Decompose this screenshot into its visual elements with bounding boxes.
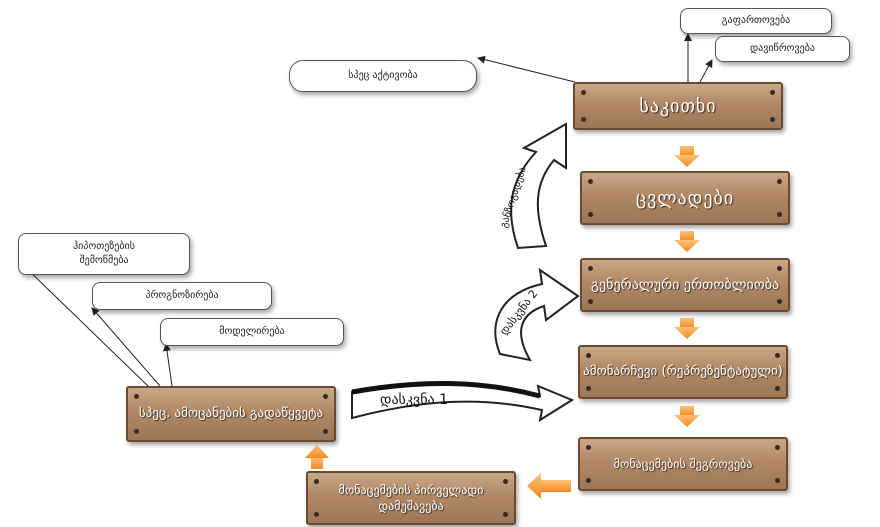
bubble-forecasting: პროგნოზირება (92, 282, 272, 310)
box-collection: მონაცემების შეგროვება (578, 437, 788, 491)
orange-arrow-4 (674, 406, 700, 427)
box-collection-label: მონაცემების შეგროვება (613, 457, 753, 471)
bubble-modeling-text: მოდელირება (219, 326, 285, 337)
orange-arrow-2 (674, 231, 700, 252)
orange-arrow-3 (674, 318, 700, 339)
generalization-arrow (510, 122, 567, 250)
bubble-spec-activity: სპეც აქტივობა (289, 60, 477, 92)
box-tasks: სპეც. ამოცანების გადაწყვეტა (126, 386, 336, 442)
box-population: გენერალური ერთობლიობა (580, 258, 790, 312)
box-variables: ცვლადები (580, 171, 790, 225)
bubble-expansion-text: გაფართოვება (721, 15, 791, 26)
box-question-label: საკითხი (639, 95, 717, 117)
orange-arrow-left (527, 473, 571, 499)
box-variables-label: ცვლადები (635, 187, 735, 209)
line-to-narrowing (699, 59, 713, 83)
box-tasks-label: სპეც. ამოცანების გადაწყვეტა (138, 406, 324, 421)
orange-arrow-1 (674, 146, 700, 167)
bubble-narrowing-text: დავიწროვება (749, 43, 815, 54)
line-to-hypothesis (21, 263, 149, 387)
bubble-hypothesis: ჰიპოთეზების შემოწმება (18, 233, 190, 275)
box-processing-label: მონაცემების პირველადი დამუშავება (338, 483, 484, 513)
line-to-forecasting (91, 307, 161, 387)
box-sample: ამონარჩევი (რეპრეზენტატული) (578, 345, 788, 399)
bubble-narrowing: დავიწროვება (715, 36, 850, 62)
label-conclusion1: დასკვნა 1 (380, 392, 448, 408)
bubble-forecasting-text: პროგნოზირება (145, 290, 219, 301)
bubble-spec-activity-text: სპეც აქტივობა (348, 70, 418, 81)
box-sample-label: ამონარჩევი (რეპრეზენტატული) (583, 364, 783, 379)
bubble-hypothesis-text: ჰიპოთეზების შემოწმება (73, 241, 135, 266)
box-population-label: გენერალური ერთობლიობა (590, 277, 780, 293)
box-processing: მონაცემების პირველადი დამუშავება (306, 471, 516, 525)
box-question: საკითხი (573, 82, 783, 130)
bubble-expansion: გაფართოვება (680, 8, 832, 34)
line-to-spec-activity (477, 55, 576, 83)
orange-arrow-up (305, 445, 329, 469)
conclusion2-arrow (494, 267, 580, 362)
line-to-modeling (163, 343, 173, 387)
bubble-modeling: მოდელირება (160, 318, 344, 346)
